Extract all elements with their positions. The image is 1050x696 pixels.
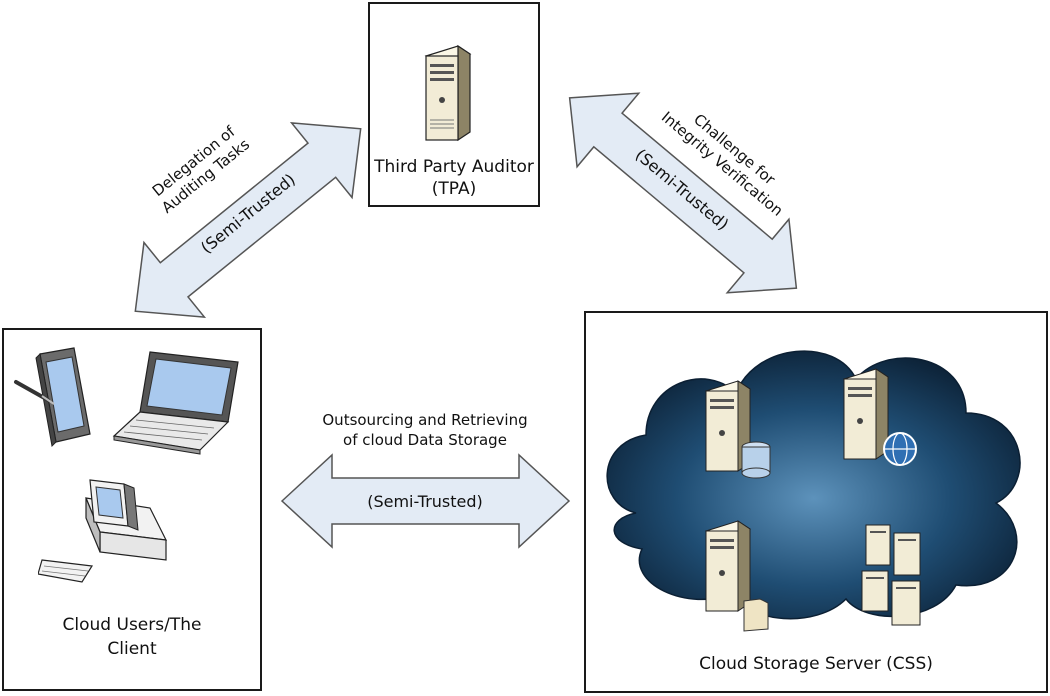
arrow-client-css-line2: of cloud Data Storage <box>343 431 507 449</box>
cloud-graphic <box>606 350 1021 632</box>
server-cluster-icon <box>861 524 921 626</box>
server-database-icon <box>704 380 771 479</box>
css-box: Cloud Storage Server (CSS) <box>584 311 1048 693</box>
client-label-line1: Cloud Users/The <box>62 615 202 635</box>
tpa-label-line1: Third Party Auditor <box>374 157 534 177</box>
server-icon <box>424 44 472 142</box>
css-label: Cloud Storage Server (CSS) <box>699 654 933 674</box>
server-folder-icon <box>704 520 769 632</box>
arrow-tpa-css <box>568 92 798 294</box>
arrow-client-css-line1: Outsourcing and Retrieving <box>322 411 528 429</box>
arrow-client-css-trust: (Semi-Trusted) <box>367 492 483 511</box>
tpa-box: Third Party Auditor (TPA) <box>368 2 540 207</box>
arrow-client-css <box>280 453 571 549</box>
server-globe-icon <box>842 368 917 466</box>
desktop-computer-icon <box>38 479 168 583</box>
client-label-line2: Client <box>107 639 157 659</box>
client-box: Cloud Users/The Client <box>2 328 262 691</box>
tablet-icon <box>14 347 91 448</box>
tpa-label-line2: (TPA) <box>431 179 477 199</box>
cloud-shape <box>606 350 1021 620</box>
arrow-client-tpa <box>134 122 362 318</box>
laptop-icon <box>112 351 239 455</box>
